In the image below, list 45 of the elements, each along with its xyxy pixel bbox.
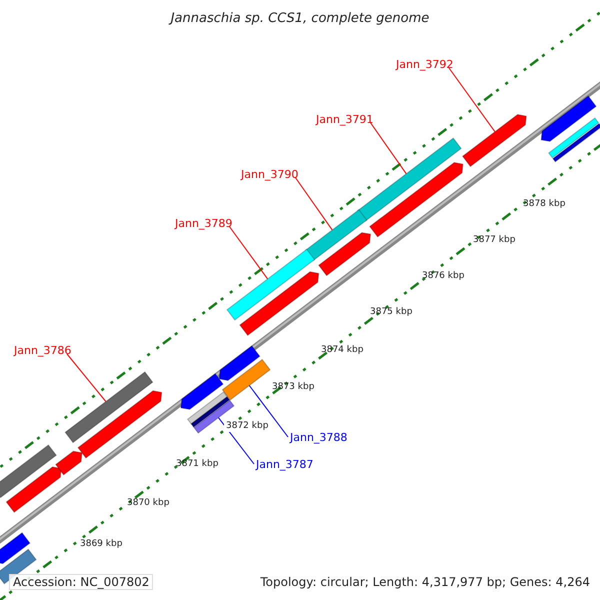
gene-label: Jann_3791 (316, 113, 374, 126)
gene-label: Jann_3790 (241, 168, 298, 181)
gene-block (222, 358, 271, 401)
gene-label: Jann_3786 (14, 344, 72, 357)
gene-block (218, 345, 260, 382)
gene-block (0, 444, 57, 498)
gene-label: Jann_3792 (396, 58, 454, 71)
leader-line (228, 226, 268, 280)
gene-block (55, 450, 83, 476)
gene-block (318, 232, 372, 276)
gene-block (0, 532, 31, 564)
gene-block (64, 371, 154, 444)
scale-label: 3874 kbp (321, 346, 364, 355)
scale-label: 3877 kbp (473, 236, 516, 245)
gene-block (6, 466, 62, 513)
gene-block (304, 209, 368, 262)
gene-label: Jann_3788 (290, 431, 348, 444)
map-title: Jannaschia sp. CCS1, complete genome (168, 12, 430, 25)
gene-block (357, 137, 462, 222)
gene-block (239, 271, 320, 336)
scale-label: 3876 kbp (422, 272, 464, 281)
gene-block (540, 95, 597, 142)
gene-block (180, 373, 224, 410)
leader-line (66, 354, 106, 402)
scale-label: 3871 kbp (176, 460, 218, 469)
gene-block (369, 162, 464, 238)
scale-label: 3869 kbp (80, 540, 122, 549)
leader-line (248, 385, 288, 438)
scale-label: 3878 kbp (523, 200, 566, 209)
scale-label: 3875 kbp (370, 308, 412, 317)
gene-label: Jann_3787 (256, 458, 314, 471)
accession-text: Accession: NC_007802 (9, 574, 154, 590)
leader-line (448, 68, 496, 132)
gene-block (77, 390, 162, 459)
scale-label: 3870 kbp (127, 499, 170, 508)
gene-block (548, 117, 600, 158)
gene-block (462, 114, 527, 168)
scale-label: 3873 kbp (272, 383, 314, 392)
leader-line (370, 122, 407, 174)
gene-block (552, 122, 600, 162)
gene-block (226, 248, 316, 321)
gene-label: Jann_3789 (175, 217, 232, 230)
leader-line (218, 417, 254, 464)
genome-info-text: Topology: circular; Length: 4,317,977 bp; Genes: 4,264 (260, 576, 590, 588)
scale-label: 3872 kbp (224, 421, 270, 432)
